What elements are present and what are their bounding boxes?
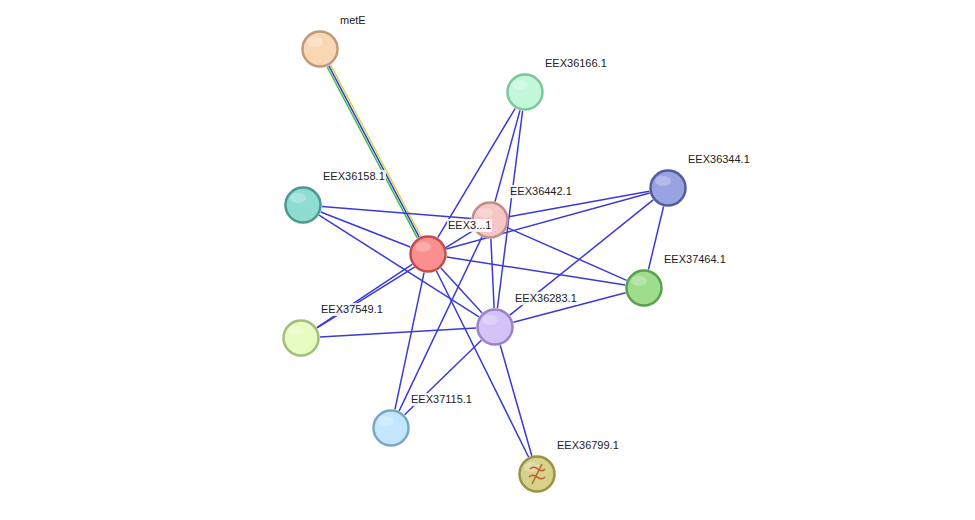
interaction-line — [322, 207, 471, 219]
interaction-line — [321, 212, 411, 247]
node-label: EEX36158.1 — [322, 170, 386, 183]
node-label: EEX36283.1 — [514, 292, 578, 305]
node-circle — [625, 269, 663, 307]
node-circle — [284, 186, 322, 224]
protein-node: EEX37115.1 — [372, 409, 410, 447]
protein-node: EEX3...1 — [409, 235, 447, 273]
protein-node: EEX37464.1 — [625, 269, 663, 307]
node-circle — [409, 235, 447, 273]
node-label: EEX36442.1 — [509, 185, 573, 198]
interaction-line — [317, 264, 412, 327]
node-circle — [301, 30, 339, 68]
interaction-line — [405, 340, 482, 415]
interaction-line — [441, 268, 482, 313]
node-label: EEX3...1 — [447, 219, 492, 232]
interaction-line — [491, 239, 494, 308]
node-label: EEX37549.1 — [320, 303, 384, 316]
interaction-line — [447, 257, 625, 285]
protein-node: EEX36158.1 — [284, 186, 322, 224]
protein-node: EEX36344.1 — [649, 169, 687, 207]
node-label: EEX36166.1 — [544, 57, 608, 70]
protein-node: EEX36166.1 — [506, 73, 544, 111]
interaction-line — [320, 328, 476, 337]
interaction-line — [507, 228, 626, 281]
node-circle — [476, 308, 514, 346]
node-circle — [649, 169, 687, 207]
interaction-line — [395, 273, 424, 410]
node-circle — [518, 455, 556, 493]
interaction-line — [513, 293, 625, 322]
interaction-line — [500, 345, 532, 455]
node-label: EEX36344.1 — [687, 153, 751, 166]
node-label: metE — [339, 14, 367, 27]
protein-node: metE — [301, 30, 339, 68]
node-circle — [282, 319, 320, 357]
interaction-line — [399, 237, 482, 411]
node-label: EEX37115.1 — [410, 393, 473, 406]
interaction-line — [327, 65, 421, 238]
protein-node: EEX37549.1 — [282, 319, 320, 357]
node-circle — [506, 73, 544, 111]
interaction-line — [446, 193, 649, 249]
node-label: EEX36799.1 — [556, 439, 620, 452]
protein-node: EEX36799.1 — [518, 455, 556, 493]
node-circle — [372, 409, 410, 447]
node-label: EEX37464.1 — [663, 253, 727, 266]
protein-node: EEX36283.1 — [476, 308, 514, 346]
interaction-line — [648, 206, 663, 269]
